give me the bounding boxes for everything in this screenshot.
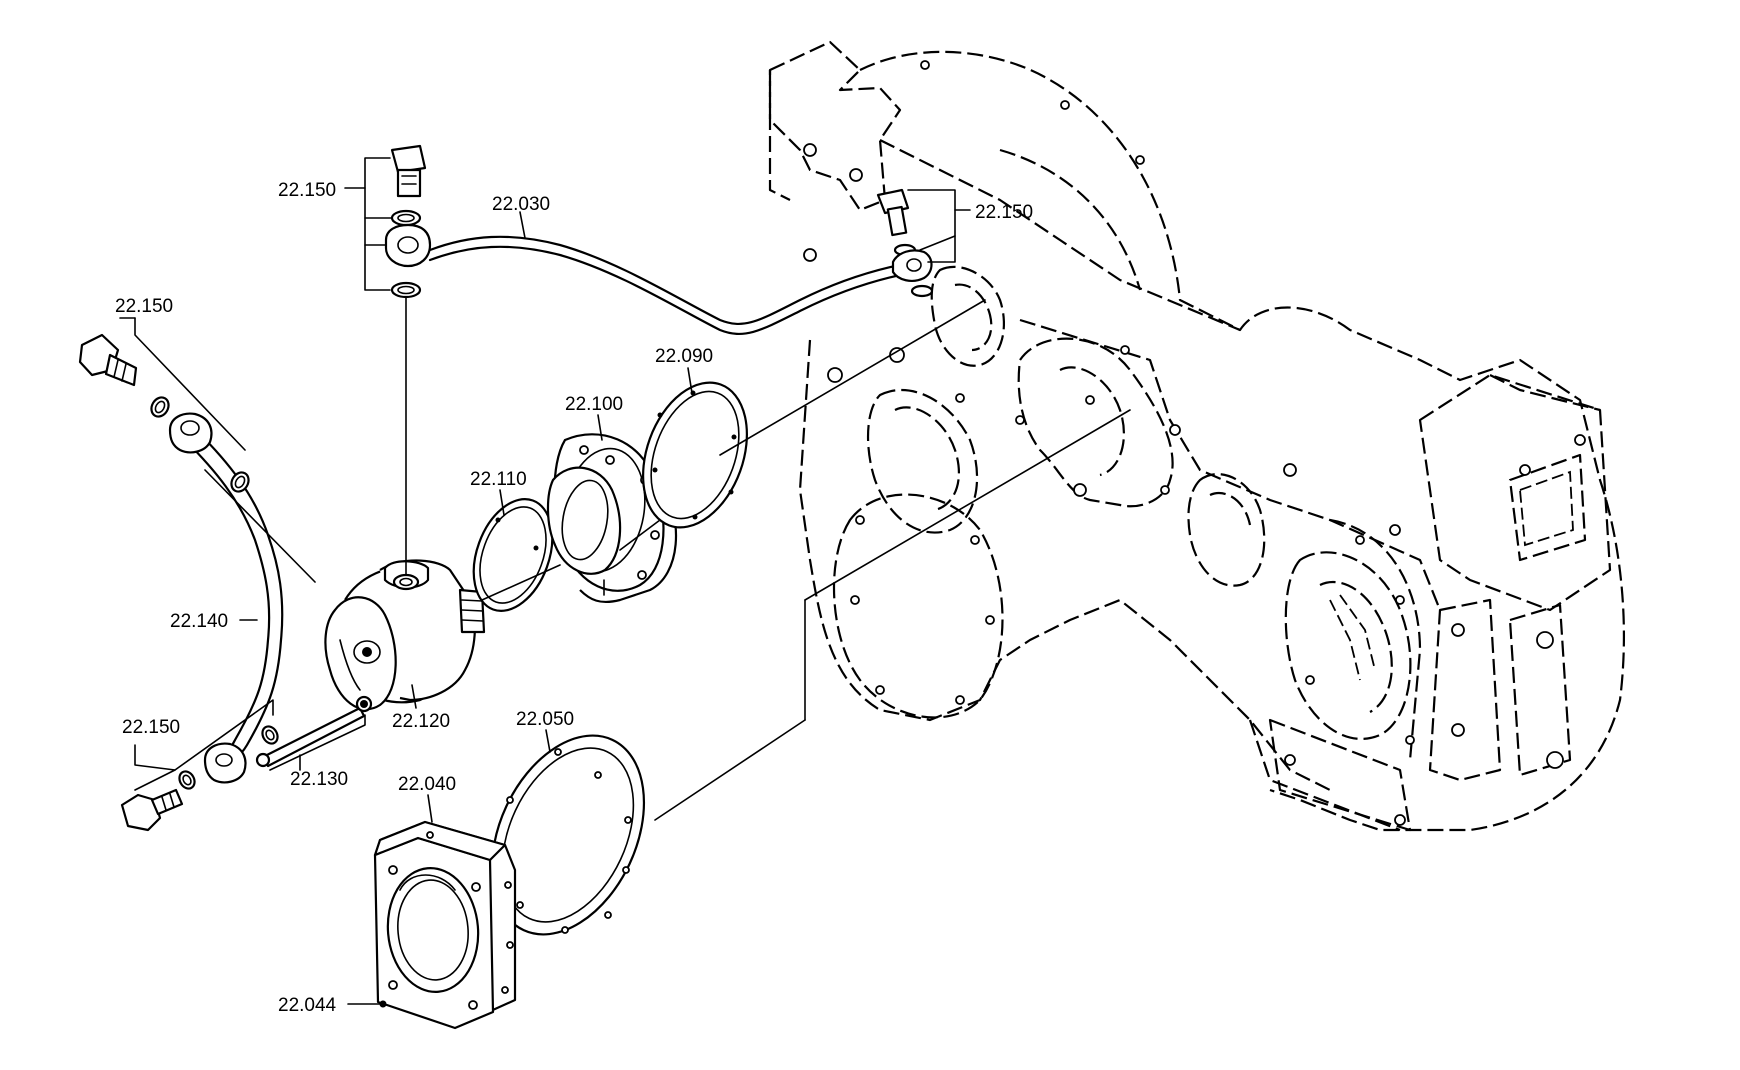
label-22050: 22.050 [516,709,574,730]
label-22150-top: 22.150 [278,180,336,201]
banjo-bolt-lower-left [120,725,279,832]
gasket-22090 [642,381,748,529]
label-22150-left: 22.150 [115,296,173,317]
housing-bolt-holes [803,60,1586,826]
gasket-22110 [472,498,554,612]
part-labels: 22.150 22.030 22.150 22.150 22.090 22.10… [115,180,1033,1016]
label-22100: 22.100 [565,394,623,415]
banjo-bolt-top-right [876,188,934,298]
label-22110: 22.110 [470,469,527,490]
pump-22120 [324,559,486,711]
label-22090: 22.090 [655,346,713,367]
label-22140: 22.140 [170,611,228,632]
label-22044: 22.044 [278,995,337,1016]
label-22130: 22.130 [290,769,348,790]
label-22150-right: 22.150 [975,202,1033,223]
transmission-housing [768,40,1626,832]
leader-lines [119,157,971,1008]
assembly-axis-lines [204,299,1131,886]
oil-pipe-22140 [168,412,284,784]
label-22150-bottom: 22.150 [122,717,180,738]
gasket-22050 [490,734,646,936]
cover-22040 [373,820,517,1030]
banjo-bolt-upper-left [78,333,250,493]
banjo-bolt-top-left [384,144,432,299]
label-22030: 22.030 [492,194,550,215]
label-22120: 22.120 [392,711,450,732]
pin-22130 [255,695,373,768]
oil-pipe-22030 [428,235,917,335]
label-22040: 22.040 [398,774,456,795]
